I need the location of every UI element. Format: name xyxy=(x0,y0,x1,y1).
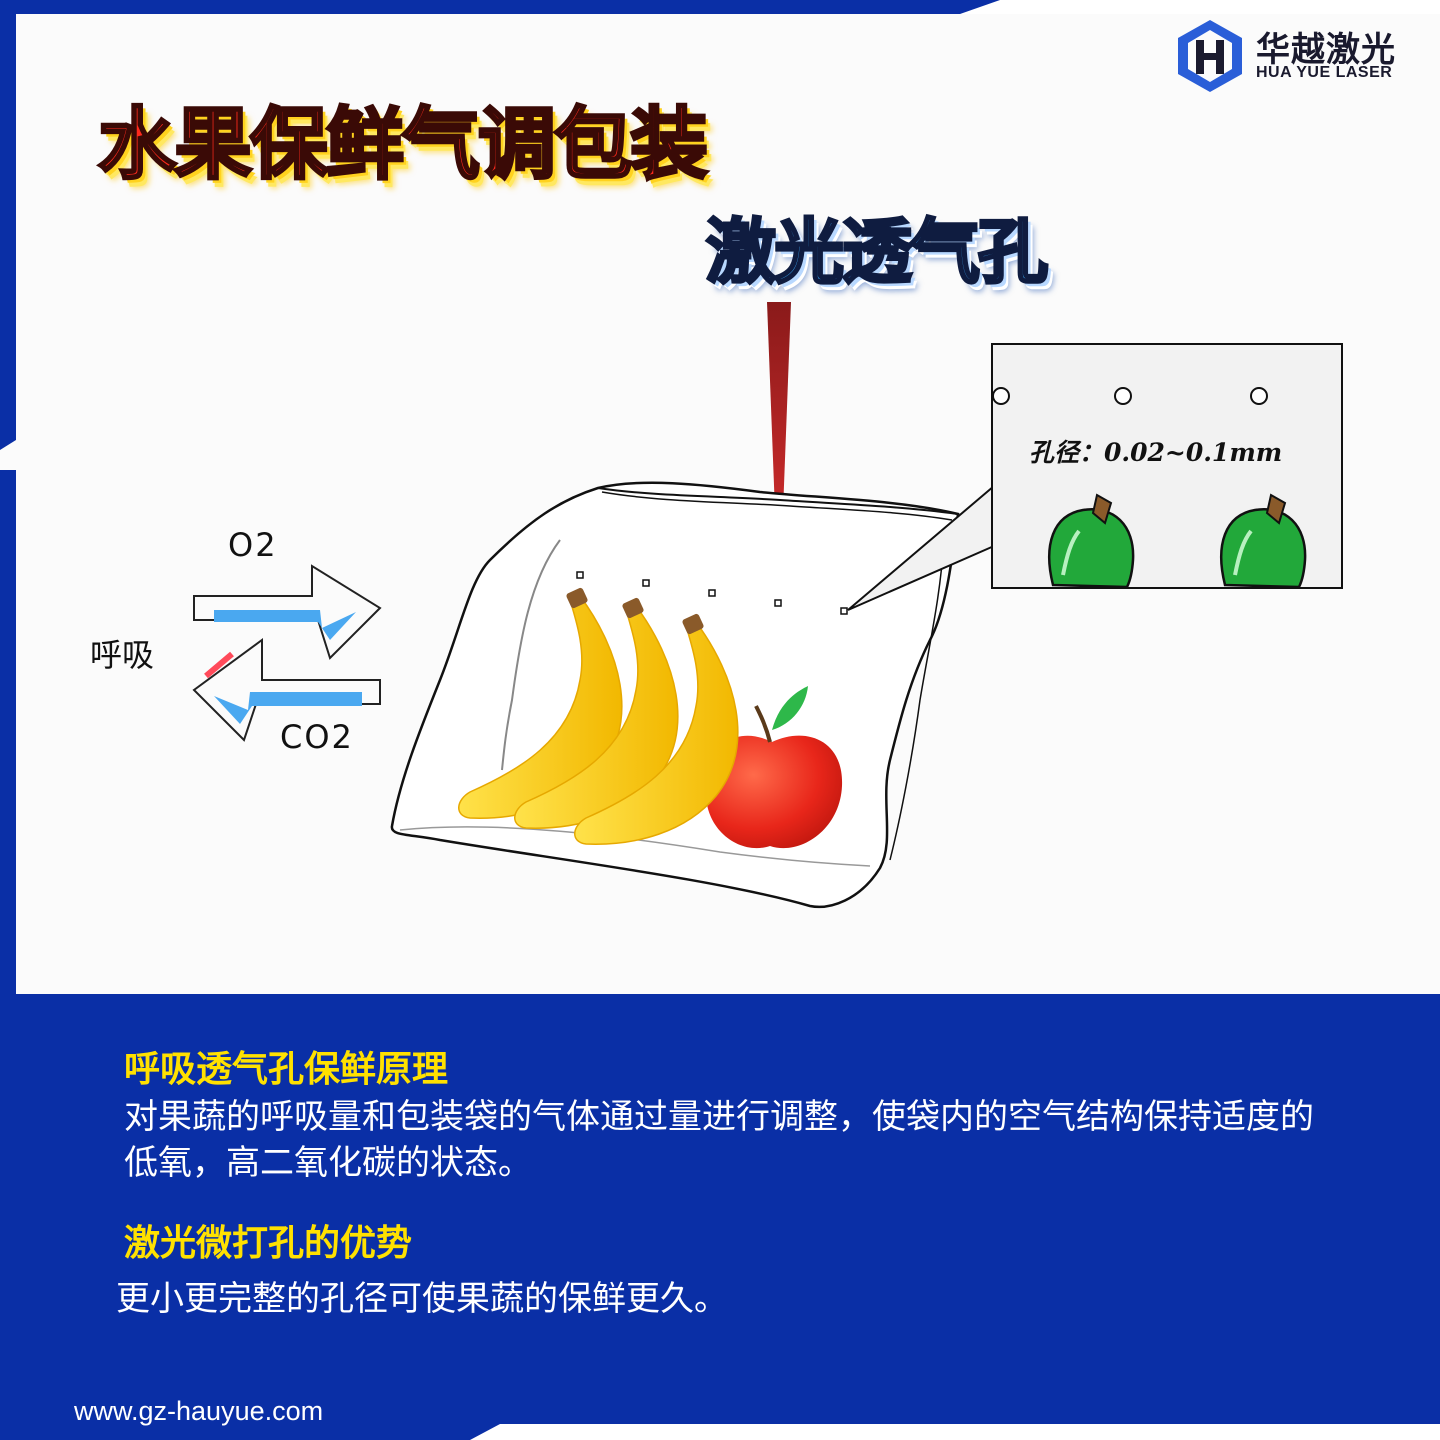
banana-icon xyxy=(514,597,679,829)
co2-label: CO2 xyxy=(280,718,354,756)
hole-circle xyxy=(1250,387,1268,405)
packaging-illustration xyxy=(192,302,995,909)
bottom-border-decoration xyxy=(470,1424,1440,1440)
hole-circle xyxy=(993,387,1010,405)
hole-circle xyxy=(1114,387,1132,405)
hole-size-callout: 孔径：0.02~0.1mm xyxy=(991,343,1343,589)
laser-beam xyxy=(767,302,791,590)
section-title-advantage: 激光微打孔的优势 xyxy=(124,1223,413,1264)
section-body-advantage: 更小更完整的孔径可使果蔬的保鲜更久。 xyxy=(116,1279,728,1319)
brand-name-cn: 华越激光 xyxy=(1256,30,1396,70)
micro-hole xyxy=(840,607,848,615)
banana-icon xyxy=(574,613,739,845)
micro-hole xyxy=(774,599,782,607)
website-link[interactable]: www.gz-hauyue.com xyxy=(74,1396,324,1426)
o2-arrow-icon xyxy=(193,564,382,660)
pear-icon xyxy=(1220,493,1307,587)
hy-logo-icon xyxy=(1178,20,1242,92)
micro-hole xyxy=(642,579,650,587)
top-border-decoration xyxy=(960,0,1440,14)
info-panel xyxy=(0,994,1422,1424)
o2-label: O2 xyxy=(228,526,278,564)
laser-hole-title: 激光透气孔 xyxy=(705,210,1050,295)
apple-icon xyxy=(705,686,843,849)
co2-arrow-icon xyxy=(192,638,381,742)
banana-icon xyxy=(458,587,623,819)
brand-logo[interactable]: 华越激光 HUA YUE LASER xyxy=(1172,18,1412,94)
page-title: 水果保鲜气调包装 xyxy=(96,99,709,192)
hole-diameter-label: 孔径：0.02~0.1mm xyxy=(1029,438,1283,467)
pear-icon xyxy=(1048,493,1135,587)
breathing-label: 呼吸 xyxy=(90,636,155,674)
section-body-principle: 对果蔬的呼吸量和包装袋的气体通过量进行调整，使袋内的空气结构保持适度的低氧，高二… xyxy=(124,1097,1314,1183)
brand-name-en: HUA YUE LASER xyxy=(1256,64,1393,81)
left-border-notch xyxy=(0,440,16,470)
micro-hole xyxy=(576,571,584,579)
section-title-principle: 呼吸透气孔保鲜原理 xyxy=(124,1049,449,1090)
micro-hole xyxy=(708,589,716,597)
zoom-holes xyxy=(993,387,1307,587)
